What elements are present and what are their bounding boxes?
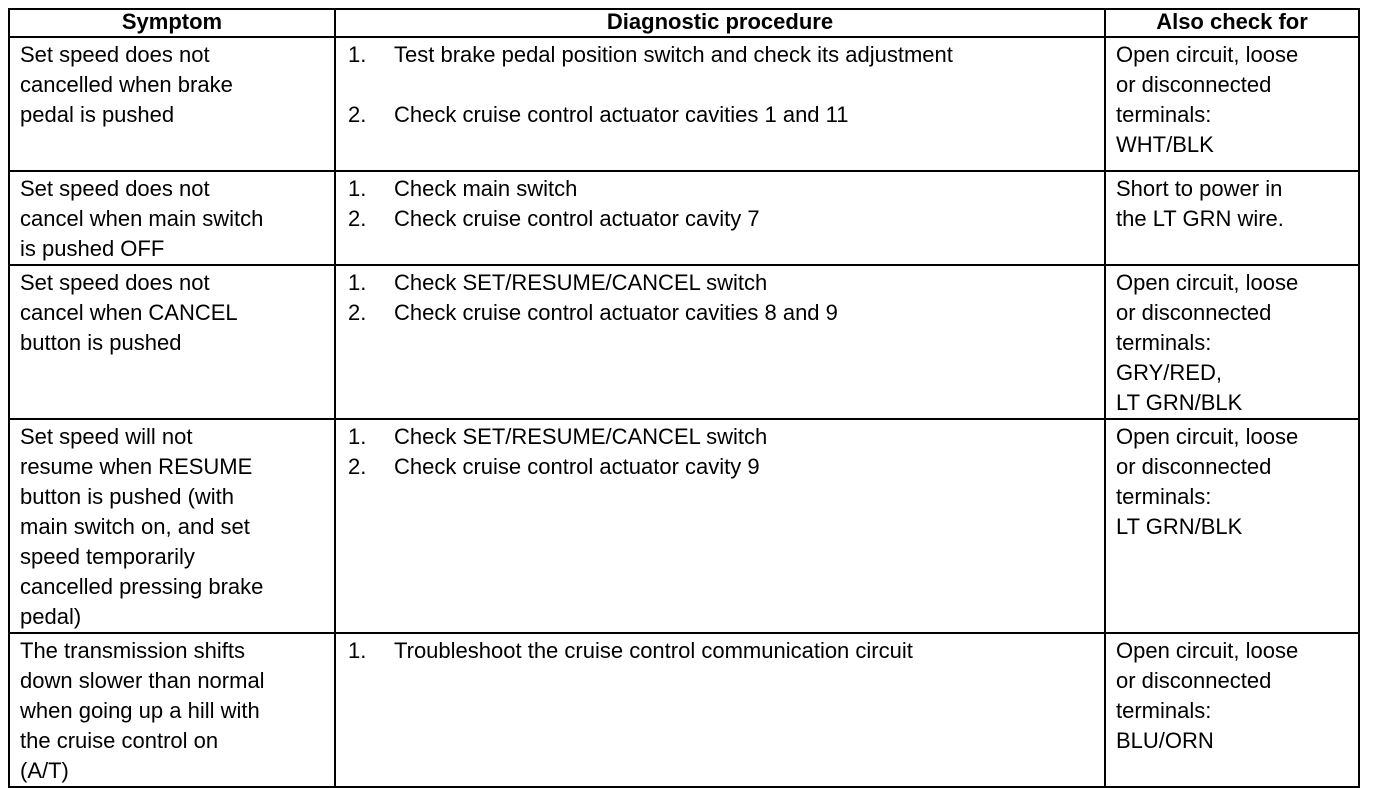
procedure-steps: 1. Check SET/RESUME/CANCEL switch 2. Che… — [336, 266, 1104, 328]
step-text: Troubleshoot the cruise control communic… — [394, 638, 913, 663]
symptom-text: Set speed does not cancel when main swit… — [20, 176, 264, 261]
symptom-cell: Set speed does not cancelled when brake … — [8, 36, 336, 172]
also-check-cell: Open circuit, loose or disconnected term… — [1104, 264, 1360, 420]
also-check-text: Open circuit, loose or disconnected term… — [1116, 638, 1299, 753]
also-check-text: Short to power in the LT GRN wire. — [1116, 176, 1284, 231]
procedure-step: 2. Check cruise control actuator cavitie… — [348, 100, 1096, 130]
procedure-step: 2. Check cruise control actuator cavitie… — [348, 298, 1096, 328]
procedure-steps: 1. Troubleshoot the cruise control commu… — [336, 634, 1104, 666]
symptom-text: The transmission shifts down slower than… — [20, 638, 265, 783]
step-text: Check cruise control actuator cavity 9 — [394, 454, 760, 479]
procedure-step: 2. Check cruise control actuator cavity … — [348, 452, 1096, 482]
procedure-step: 1. Check main switch — [348, 174, 1096, 204]
symptom-text: Set speed will not resume when RESUME bu… — [20, 424, 264, 629]
procedure-step: 1. Troubleshoot the cruise control commu… — [348, 636, 1096, 666]
procedure-step: 1. Test brake pedal position switch and … — [348, 40, 1096, 70]
table-row: The transmission shifts down slower than… — [8, 632, 1360, 788]
step-text: Test brake pedal position switch and che… — [394, 42, 953, 67]
header-also-check-for: Also check for — [1104, 8, 1360, 38]
step-text: Check cruise control actuator cavities 8… — [394, 300, 838, 325]
procedure-cell: 1. Troubleshoot the cruise control commu… — [334, 632, 1106, 788]
step-text: Check main switch — [394, 176, 578, 201]
step-text: Check SET/RESUME/CANCEL switch — [394, 270, 768, 295]
step-number: 1. — [348, 176, 367, 201]
table-row: Set speed will not resume when RESUME bu… — [8, 418, 1360, 634]
step-text: Check cruise control actuator cavity 7 — [394, 206, 760, 231]
also-check-cell: Short to power in the LT GRN wire. — [1104, 170, 1360, 266]
procedure-step: 1. Check SET/RESUME/CANCEL switch — [348, 422, 1096, 452]
symptom-text: Set speed does not cancel when CANCEL bu… — [20, 270, 238, 355]
procedure-cell: 1. Check SET/RESUME/CANCEL switch 2. Che… — [334, 264, 1106, 420]
procedure-steps: 1. Check main switch 2. Check cruise con… — [336, 172, 1104, 234]
also-check-text: Open circuit, loose or disconnected term… — [1116, 424, 1299, 539]
symptom-cell: The transmission shifts down slower than… — [8, 632, 336, 788]
header-diagnostic-procedure: Diagnostic procedure — [334, 8, 1106, 38]
step-number: 2. — [348, 206, 367, 231]
header-row: Symptom Diagnostic procedure Also check … — [8, 8, 1360, 38]
step-number: 1. — [348, 42, 367, 67]
table-row: Set speed does not cancelled when brake … — [8, 36, 1360, 172]
table-row: Set speed does not cancel when main swit… — [8, 170, 1360, 266]
symptom-cell: Set speed does not cancel when main swit… — [8, 170, 336, 266]
procedure-steps: 1. Check SET/RESUME/CANCEL switch 2. Che… — [336, 420, 1104, 482]
procedure-step: 1. Check SET/RESUME/CANCEL switch — [348, 268, 1096, 298]
also-check-cell: Open circuit, loose or disconnected term… — [1104, 632, 1360, 788]
symptom-text: Set speed does not cancelled when brake … — [20, 42, 233, 127]
step-text: Check cruise control actuator cavities 1… — [394, 102, 849, 127]
diagnostic-table: Symptom Diagnostic procedure Also check … — [8, 8, 1360, 788]
symptom-cell: Set speed does not cancel when CANCEL bu… — [8, 264, 336, 420]
procedure-cell: 1. Check main switch 2. Check cruise con… — [334, 170, 1106, 266]
step-number: 2. — [348, 454, 367, 479]
header-symptom: Symptom — [8, 8, 336, 38]
step-number: 1. — [348, 270, 367, 295]
procedure-steps: 1. Test brake pedal position switch and … — [336, 38, 1104, 130]
table-row: Set speed does not cancel when CANCEL bu… — [8, 264, 1360, 420]
troubleshooting-sheet: Symptom Diagnostic procedure Also check … — [8, 8, 1360, 788]
symptom-cell: Set speed will not resume when RESUME bu… — [8, 418, 336, 634]
step-number: 2. — [348, 300, 367, 325]
also-check-text: Open circuit, loose or disconnected term… — [1116, 42, 1299, 157]
step-number: 1. — [348, 638, 367, 663]
procedure-step: 2. Check cruise control actuator cavity … — [348, 204, 1096, 234]
also-check-text: Open circuit, loose or disconnected term… — [1116, 270, 1299, 415]
step-number: 1. — [348, 424, 367, 449]
step-text: Check SET/RESUME/CANCEL switch — [394, 424, 768, 449]
procedure-cell: 1. Check SET/RESUME/CANCEL switch 2. Che… — [334, 418, 1106, 634]
also-check-cell: Open circuit, loose or disconnected term… — [1104, 418, 1360, 634]
also-check-cell: Open circuit, loose or disconnected term… — [1104, 36, 1360, 172]
step-number: 2. — [348, 102, 367, 127]
procedure-cell: 1. Test brake pedal position switch and … — [334, 36, 1106, 172]
